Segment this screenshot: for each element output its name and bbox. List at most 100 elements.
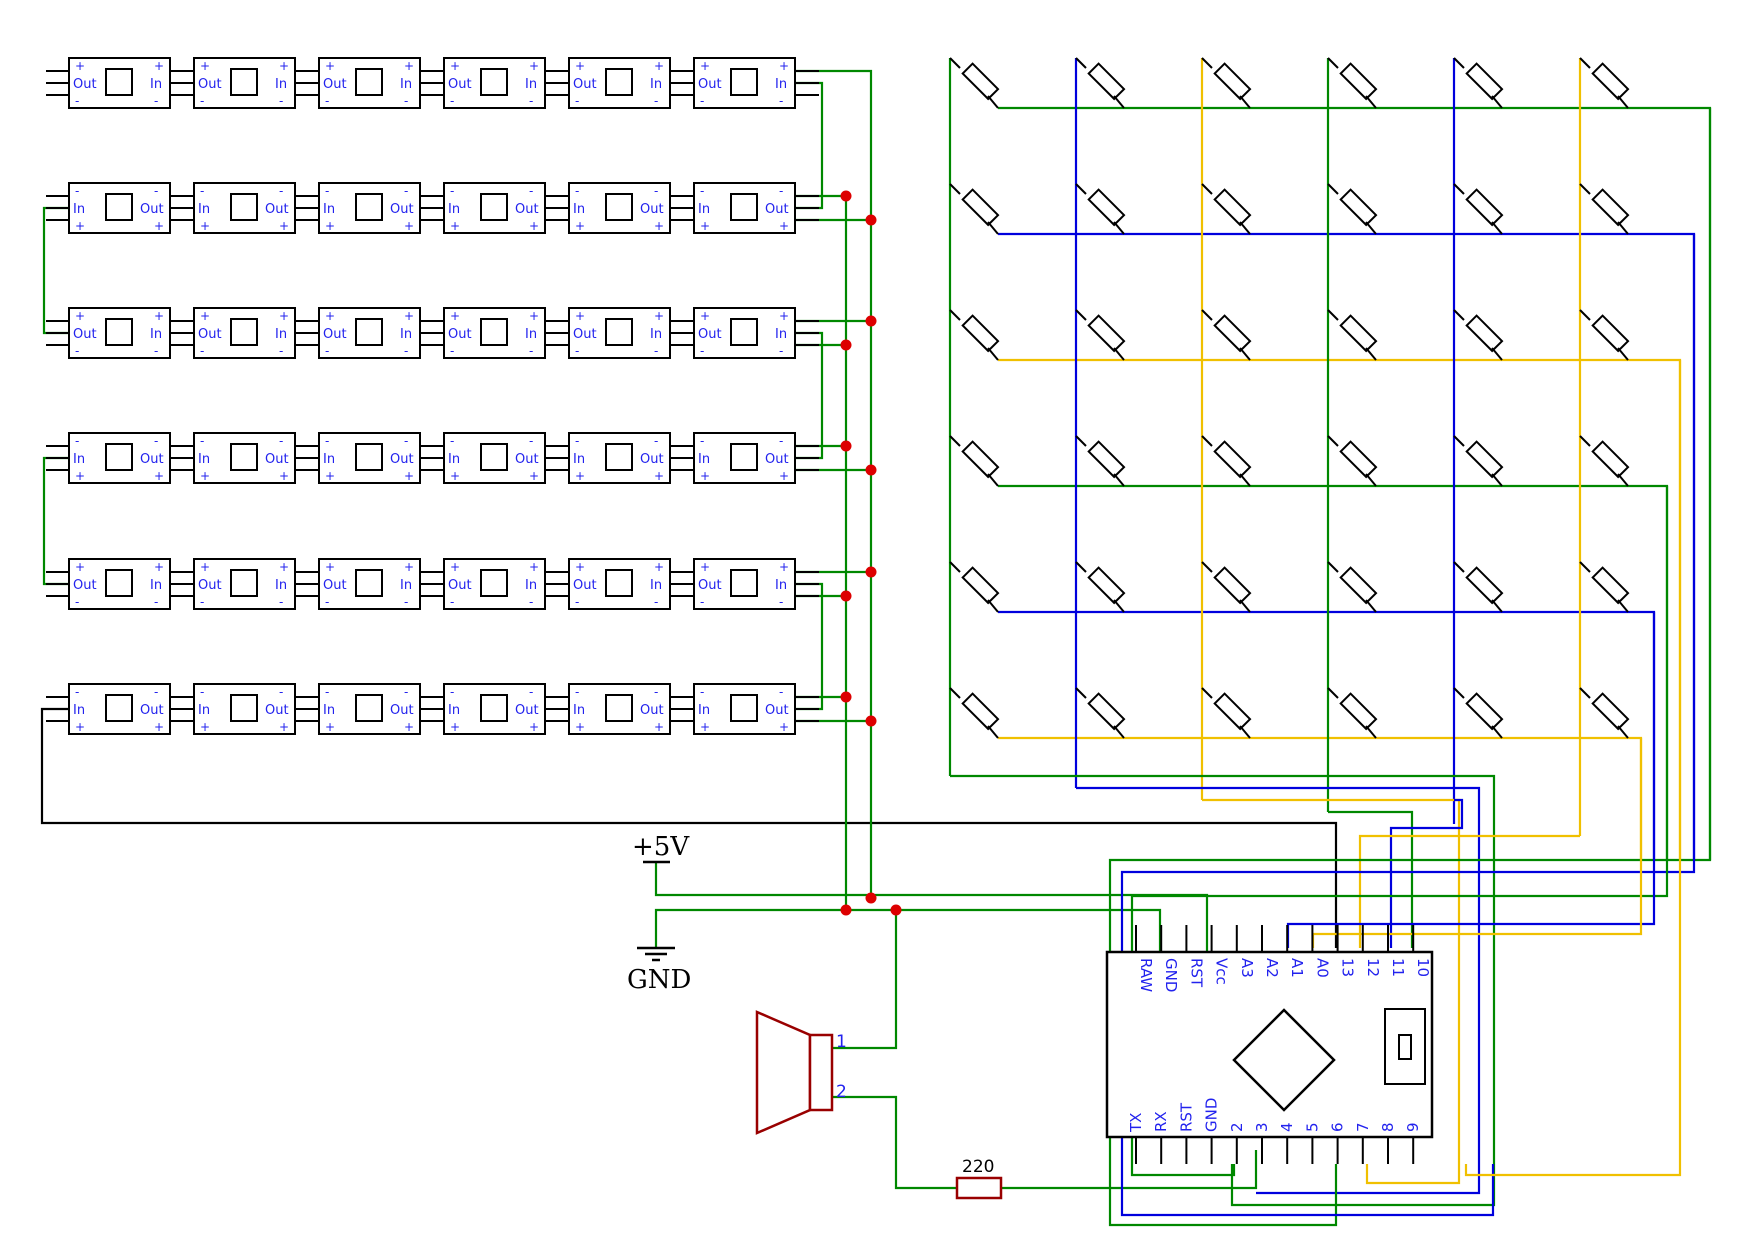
led-sign-label: - (575, 184, 579, 198)
led-sign-label: - (450, 184, 454, 198)
button-lead (1579, 561, 1591, 573)
led-sign-label: - (450, 94, 454, 108)
led-sign-label: + (404, 59, 414, 73)
led-sign-label: - (279, 434, 283, 448)
push-button (1579, 183, 1630, 235)
led-pin-label: In (448, 452, 460, 467)
led-pin-label: In (323, 202, 335, 217)
led-sign-label: + (779, 560, 789, 574)
led-chip (480, 694, 508, 722)
led-pin-label: Out (390, 452, 414, 467)
button-lead (1075, 687, 1087, 699)
led-sign-label: + (75, 309, 85, 323)
button-body (1465, 314, 1504, 353)
led-sign-label: + (200, 720, 210, 734)
button-lead (949, 183, 961, 195)
arduino-pin-label: TX (1127, 1113, 1145, 1133)
button-lead (949, 57, 961, 69)
button-lead (1327, 57, 1339, 69)
arduino-reset-button (1398, 1034, 1412, 1060)
arduino-pin-label: RST (1177, 1102, 1195, 1132)
led-sign-label: - (154, 595, 158, 609)
arduino-pin-label: 5 (1303, 1122, 1321, 1132)
led-pin-label: Out (73, 77, 97, 92)
push-button (1453, 57, 1504, 109)
button-row-return-wire (1464, 360, 1682, 1177)
led-sign-label: + (75, 59, 85, 73)
led-sign-label: + (154, 560, 164, 574)
button-body (1087, 440, 1126, 479)
button-lead (1327, 435, 1339, 447)
led-chip (605, 318, 633, 346)
junction-dot (840, 190, 852, 202)
resistor-wire (1001, 1150, 1258, 1190)
led-sign-label: + (575, 560, 585, 574)
button-lead (1113, 221, 1125, 235)
led-sign-label: + (200, 560, 210, 574)
led-sign-label: - (154, 184, 158, 198)
resistor-220: 220 (955, 1157, 1003, 1200)
led-pin-label: In (150, 77, 162, 92)
led-chip (605, 569, 633, 597)
arduino-pin-label: A2 (1263, 958, 1281, 978)
led-pin-label: In (275, 77, 287, 92)
led-pin-label: In (573, 202, 585, 217)
push-button (1327, 687, 1378, 739)
led-sign-label: + (325, 720, 335, 734)
led-pin-label: Out (515, 452, 539, 467)
led-chip (480, 318, 508, 346)
led-chip (355, 569, 383, 597)
led-pin-label: Out (448, 578, 472, 593)
led-sign-label: - (450, 685, 454, 699)
push-button (1201, 435, 1252, 487)
led-sign-label: - (654, 94, 658, 108)
led-sign-label: - (279, 685, 283, 699)
button-body (961, 188, 1000, 227)
button-lead (1491, 95, 1503, 109)
arduino-mcu-chip (1232, 1008, 1336, 1112)
led-chip (230, 694, 258, 722)
junction-dot (890, 904, 902, 916)
button-lead (1113, 95, 1125, 109)
push-button (1201, 309, 1252, 361)
push-button (1453, 561, 1504, 613)
led-sign-label: - (325, 94, 329, 108)
led-sign-label: - (325, 184, 329, 198)
led-sign-label: + (700, 469, 710, 483)
arduino-pin-label: 10 (1414, 958, 1432, 977)
led-sign-label: - (404, 685, 408, 699)
led-chip (730, 318, 758, 346)
led-sign-label: + (404, 219, 414, 233)
led-sign-label: + (75, 720, 85, 734)
led-sign-label: - (700, 595, 704, 609)
button-lead (1365, 473, 1377, 487)
push-button (949, 183, 1000, 235)
arduino-pin-label: 12 (1364, 958, 1382, 977)
button-lead (1201, 435, 1213, 447)
push-button (949, 309, 1000, 361)
led-sign-label: - (325, 344, 329, 358)
led-sign-label: - (325, 434, 329, 448)
led-sign-label: + (529, 309, 539, 323)
button-lead (1491, 473, 1503, 487)
led-pin-label: In (323, 703, 335, 718)
arduino-pin-label: 7 (1354, 1122, 1372, 1132)
led-chip (355, 68, 383, 96)
led-pin-label: In (775, 327, 787, 342)
push-button (1453, 183, 1504, 235)
led-sign-label: - (154, 344, 158, 358)
led-pin-label: In (198, 452, 210, 467)
led-pin-label: In (400, 578, 412, 593)
arduino-pin-label: 4 (1278, 1122, 1296, 1132)
led-sign-label: + (450, 469, 460, 483)
led-sign-label: + (154, 309, 164, 323)
button-lead (1617, 599, 1629, 613)
led-sign-label: + (529, 219, 539, 233)
push-button (949, 561, 1000, 613)
